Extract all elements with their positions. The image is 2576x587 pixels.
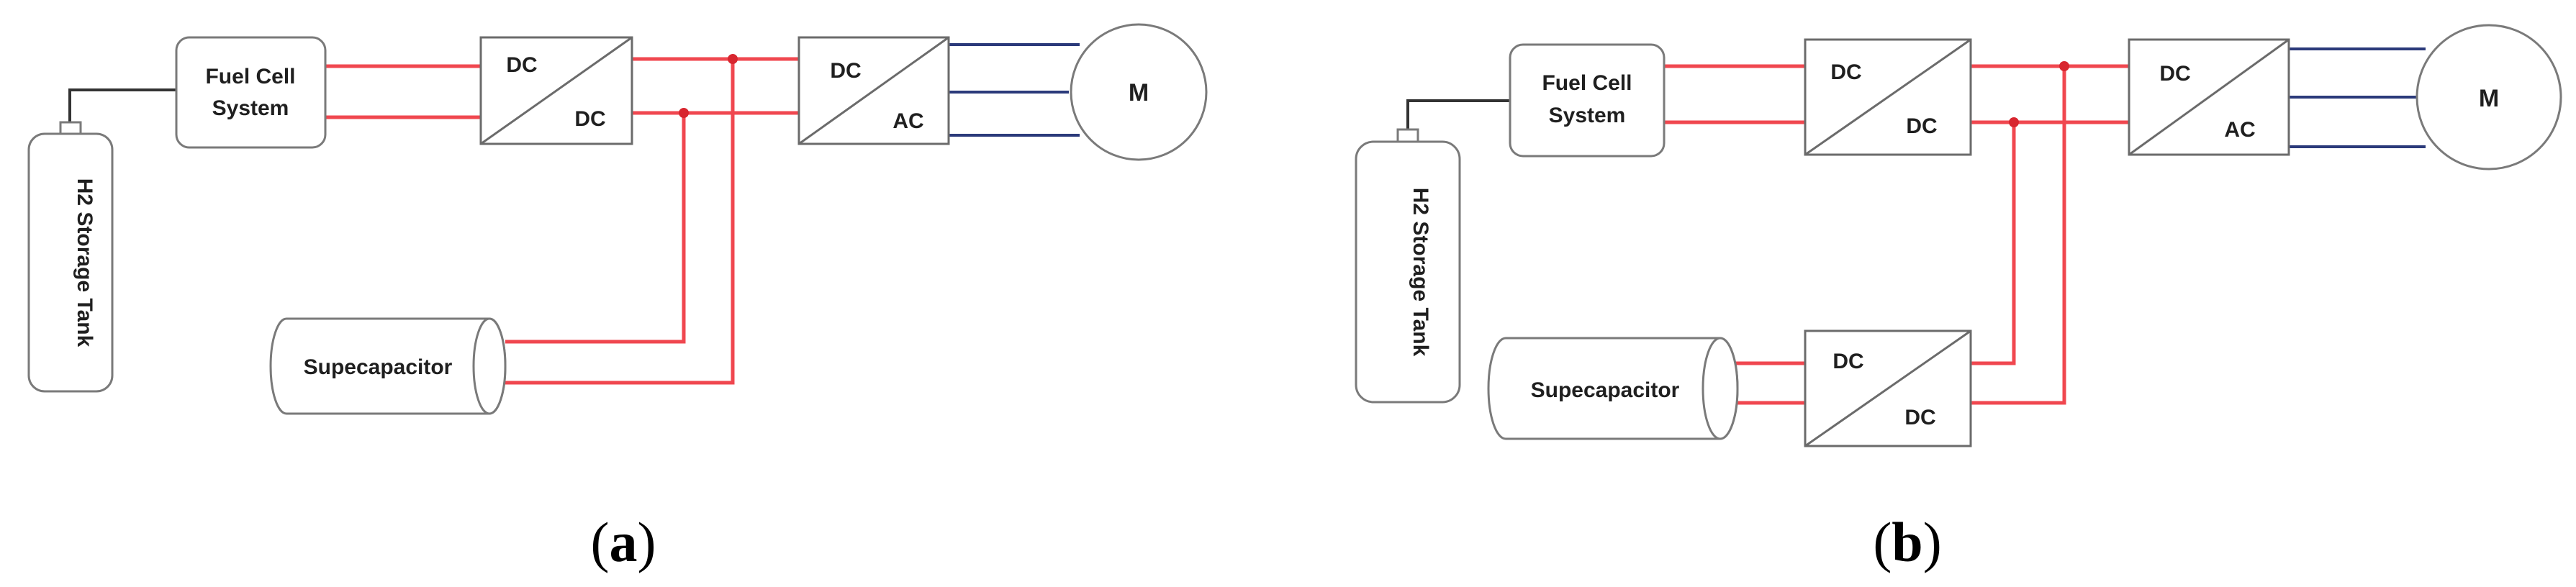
a-supercap-label: Supecapacitor — [304, 355, 453, 379]
b-junction-bottom — [2009, 117, 2019, 127]
b-sc-dcdc-in-label: DC — [1832, 350, 1863, 373]
b-dcac-in-label: DC — [2159, 62, 2190, 86]
b-dcdc-in-label: DC — [1830, 60, 1861, 84]
a-h2-storage-tank: H2 Storage Tank — [27, 121, 114, 393]
b-hydrogen-hose — [1406, 99, 1510, 133]
b-dcac-inverter: DC AC — [2128, 38, 2290, 156]
b-fuel-cell-system: Fuel Cell System — [1509, 43, 1666, 158]
a-hydrogen-hose — [68, 88, 176, 126]
diagram-b: H2 Storage Tank Fuel Cell System DC DC D… — [1355, 24, 2562, 573]
a-dcac-out-label: AC — [892, 109, 923, 133]
diagram-a: H2 Storage Tank Fuel Cell System DC DC D… — [27, 23, 1208, 573]
a-dcdc-converter: DC DC — [479, 36, 633, 145]
b-tank-label: H2 Storage Tank — [1409, 188, 1432, 357]
b-sc-dcdc-out-label: DC — [1904, 406, 1935, 429]
b-supercap-dcdc-converter: DC DC — [1804, 329, 1972, 447]
a-motor-label: M — [1129, 79, 1149, 106]
b-junction-top — [2059, 61, 2069, 71]
a-caption: (a) — [591, 511, 656, 573]
a-junction-bottom — [679, 108, 689, 118]
b-dcdc-out-label: DC — [1906, 114, 1937, 138]
a-fuel-cell-label-1: Fuel Cell — [205, 65, 295, 88]
a-fuel-cell-system: Fuel Cell System — [175, 36, 327, 149]
a-motor: M — [1070, 23, 1208, 161]
a-dcdc-out-label: DC — [574, 107, 605, 131]
a-dcdc-in-label: DC — [506, 53, 537, 77]
b-supercapacitor: Supecapacitor — [1487, 337, 1739, 440]
b-motor-label: M — [2479, 85, 2499, 112]
b-supercap-label: Supecapacitor — [1531, 378, 1680, 402]
b-dcac-out-label: AC — [2224, 118, 2255, 142]
b-fuel-cell-label-2: System — [1549, 104, 1626, 127]
a-junction-top — [728, 54, 738, 64]
a-ac-lines — [949, 43, 1080, 137]
a-power-lines — [325, 54, 799, 385]
a-dcac-inverter: DC AC — [797, 36, 950, 145]
b-caption: (b) — [1873, 511, 1941, 573]
a-supercapacitor: Supecapacitor — [269, 317, 507, 415]
a-fuel-cell-label-2: System — [212, 96, 289, 120]
b-fuel-cell-label-1: Fuel Cell — [1542, 71, 1632, 95]
b-dcdc-converter: DC DC — [1804, 38, 1972, 156]
b-h2-storage-tank: H2 Storage Tank — [1355, 128, 1461, 404]
b-motor: M — [2415, 24, 2562, 170]
b-power-lines — [1664, 61, 2129, 405]
b-ac-lines — [2289, 47, 2426, 148]
a-dcac-in-label: DC — [830, 59, 861, 83]
a-tank-label: H2 Storage Tank — [73, 178, 96, 347]
